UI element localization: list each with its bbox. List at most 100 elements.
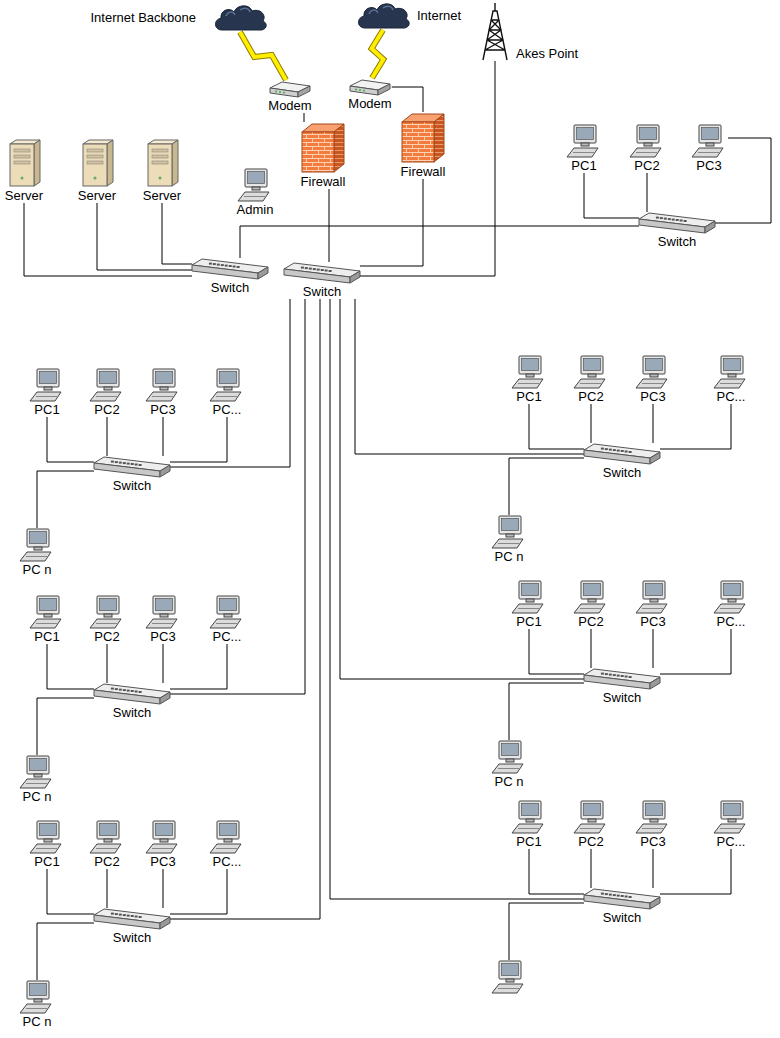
node-label: Switch bbox=[211, 280, 249, 295]
server-node: Server bbox=[5, 138, 43, 203]
switch-icon bbox=[284, 262, 360, 284]
node-label: PC n bbox=[495, 549, 524, 564]
cable-line bbox=[170, 299, 320, 919]
node-label: PC2 bbox=[578, 834, 603, 849]
node-label: PC n bbox=[23, 1014, 52, 1029]
cable-line bbox=[47, 869, 94, 914]
cable-line bbox=[529, 629, 584, 674]
network-cable bbox=[107, 417, 108, 456]
node-label: PC n bbox=[23, 562, 52, 577]
switch-icon bbox=[94, 908, 170, 930]
network-cable bbox=[37, 698, 94, 755]
cable-line bbox=[170, 299, 305, 694]
bolt-outline bbox=[372, 30, 384, 78]
firewall-node: Firewall bbox=[400, 112, 446, 179]
switch-node: Switch bbox=[94, 456, 170, 493]
switch-node: Switch bbox=[94, 908, 170, 945]
switch-node: Switch bbox=[284, 262, 360, 299]
modem-node: Modem bbox=[348, 78, 391, 111]
network-cable bbox=[170, 299, 320, 919]
network-cable bbox=[360, 61, 495, 276]
cable-line bbox=[107, 417, 108, 456]
node-label: Firewall bbox=[301, 174, 346, 189]
pc-node: PC3 bbox=[144, 820, 182, 869]
pc-icon bbox=[88, 595, 126, 629]
network-cable bbox=[107, 644, 108, 683]
cable-line bbox=[163, 644, 164, 683]
bolt-outline bbox=[240, 32, 286, 80]
node-label: PC n bbox=[495, 774, 524, 789]
node-label: PC... bbox=[717, 614, 746, 629]
firewall-icon bbox=[400, 112, 446, 164]
network-cable bbox=[509, 683, 584, 740]
cloud-node: Internet Backbone bbox=[90, 2, 268, 32]
server-icon bbox=[144, 138, 180, 188]
node-label: PC1 bbox=[34, 629, 59, 644]
cable-line bbox=[653, 404, 654, 443]
cable-line bbox=[591, 849, 592, 888]
pc-icon bbox=[572, 355, 610, 389]
network-cable bbox=[529, 404, 584, 449]
network-cable bbox=[355, 299, 584, 454]
network-cable bbox=[162, 203, 192, 264]
node-label: Server bbox=[143, 188, 181, 203]
cable-line bbox=[47, 417, 94, 462]
pc-icon bbox=[565, 124, 603, 158]
cloud-node: Internet bbox=[355, 0, 461, 30]
cable-line bbox=[107, 644, 108, 683]
node-label: PC2 bbox=[94, 629, 119, 644]
pc-icon bbox=[712, 580, 750, 614]
node-label: Switch bbox=[303, 284, 341, 299]
switch-node: Switch bbox=[584, 668, 660, 705]
pc-icon bbox=[490, 740, 528, 774]
server-node: Server bbox=[78, 138, 116, 203]
pc-icon bbox=[634, 355, 672, 389]
pc-node: PC1 bbox=[510, 580, 548, 629]
pc-node: PC2 bbox=[572, 355, 610, 404]
pc-icon bbox=[18, 755, 56, 789]
node-label: Modem bbox=[348, 96, 391, 111]
pc-icon bbox=[144, 820, 182, 854]
pc-icon bbox=[88, 368, 126, 402]
pc-node: PC... bbox=[208, 820, 246, 869]
cable-line bbox=[330, 299, 584, 899]
network-cable bbox=[653, 629, 654, 668]
network-cable bbox=[591, 849, 592, 888]
node-label: PC1 bbox=[516, 389, 541, 404]
pc-icon bbox=[572, 580, 610, 614]
pc-icon bbox=[28, 820, 66, 854]
cable-line bbox=[97, 203, 192, 270]
cable-line bbox=[170, 869, 227, 914]
pc-node: PC... bbox=[208, 368, 246, 417]
cable-line bbox=[653, 849, 654, 888]
switch-node: Switch bbox=[94, 683, 170, 720]
pc-node: PC n bbox=[490, 515, 528, 564]
node-label: Server bbox=[78, 188, 116, 203]
modem-icon bbox=[350, 78, 390, 96]
node-label: Switch bbox=[603, 690, 641, 705]
pc-icon bbox=[510, 580, 548, 614]
pc-icon bbox=[28, 595, 66, 629]
node-label: Internet bbox=[417, 8, 461, 23]
cable-line bbox=[647, 173, 648, 212]
node-label: PC... bbox=[717, 834, 746, 849]
pc-node: PC n bbox=[18, 528, 56, 577]
pc-node: PC1 bbox=[28, 820, 66, 869]
firewall-node: Firewall bbox=[300, 122, 346, 189]
node-label: Switch bbox=[658, 234, 696, 249]
server-node: Server bbox=[143, 138, 181, 203]
pc-icon bbox=[144, 368, 182, 402]
server-icon bbox=[79, 138, 115, 188]
node-label: PC1 bbox=[516, 834, 541, 849]
cable-line bbox=[360, 179, 423, 266]
cable-line bbox=[170, 644, 227, 689]
cloud-icon bbox=[212, 2, 268, 32]
pc-icon bbox=[28, 368, 66, 402]
network-cable bbox=[660, 629, 731, 674]
cable-line bbox=[37, 923, 94, 980]
pc-node: PC3 bbox=[634, 580, 672, 629]
pc-node: PC2 bbox=[572, 800, 610, 849]
node-label: PC3 bbox=[150, 629, 175, 644]
pc-icon bbox=[510, 355, 548, 389]
